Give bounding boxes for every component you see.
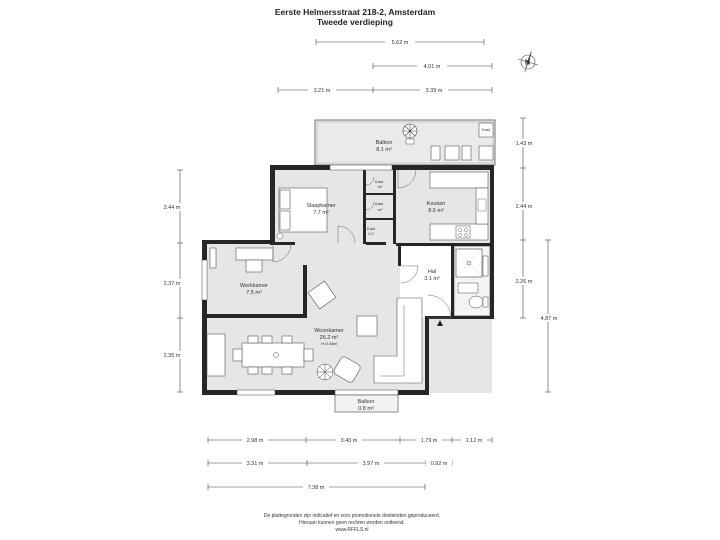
room-name-werkkamer: Werkkamer: [240, 283, 268, 289]
compass-label: N: [525, 60, 530, 67]
slaapkamer: Slaapkamer 7.7 m²: [276, 187, 356, 244]
svg-text:2.35 m: 2.35 m: [164, 353, 181, 359]
balcony-chair: [461, 145, 472, 161]
windows: [201, 164, 399, 396]
svg-text:3.21 m: 3.21 m: [314, 88, 331, 94]
room-name-keuken: Keuken: [427, 201, 446, 207]
address-title: Eerste Helmersstraat 218-2, Amsterdam: [275, 7, 436, 17]
svg-text:2.98 m: 2.98 m: [247, 438, 264, 444]
balcony-table: [444, 145, 460, 161]
room-area-woonkamer: 26.2 m²: [320, 335, 339, 341]
lounge-chair: [333, 356, 361, 383]
closet-3-area: 0.2: [368, 231, 374, 236]
bathroom: [453, 245, 491, 317]
dim-bottom-row-2: 3.31 m 3.97 m 0.92 m: [207, 459, 453, 467]
sink-icon: [477, 198, 487, 212]
plant-icon: [402, 123, 418, 145]
closet-1-name: Kast: [375, 179, 384, 184]
hal: Hal 3.1 m²: [400, 265, 452, 326]
dim-top-right: 4.01 m: [372, 61, 493, 70]
dim-bottom-row-1: 2.98 m 3.40 m 1.79 m 1.12 m: [207, 436, 493, 444]
floor-subtitle: Tweede verdieping: [317, 17, 393, 27]
keuken: Keuken 8.6 m²: [397, 169, 489, 241]
svg-text:1.43 m: 1.43 m: [516, 141, 533, 147]
desk-chair: [245, 259, 263, 273]
closet-3-name: Kast: [367, 226, 376, 231]
room-area-werkkamer: 7.5 m²: [246, 290, 262, 296]
closet-2-name: Kast: [375, 201, 384, 206]
room-name-balkon-bottom: Balkon: [358, 399, 375, 405]
svg-text:7.38 m: 7.38 m: [308, 485, 325, 491]
werkkamer: Werkkamer 7.5 m²: [209, 243, 292, 296]
svg-text:1.79 m: 1.79 m: [421, 438, 438, 444]
balcony-top: Kast Balkon 8.1 m²: [314, 119, 496, 166]
closets: Kast m² Kast m² Kast 0.2: [365, 176, 384, 236]
room-name-hal: Hal: [428, 269, 436, 275]
closet-2-area: m²: [378, 207, 383, 212]
svg-text:2.26 m: 2.26 m: [516, 279, 533, 285]
stove-icon: [455, 225, 471, 239]
desk: [235, 247, 274, 261]
dim-top-splits: 3.21 m 3.39 m: [277, 85, 493, 94]
balcony-chair: [430, 145, 441, 161]
walls: [202, 165, 494, 395]
balcony-bottom: Balkon 0.8 m²: [334, 394, 399, 413]
room-area-balkon-top: 8.1 m²: [376, 147, 392, 153]
svg-text:1.12 m: 1.12 m: [466, 438, 483, 444]
disclaimer-line-1: De plattegronden zijn indicatief en voor…: [264, 513, 440, 519]
svg-text:4.87 m: 4.87 m: [541, 316, 558, 322]
svg-text:2.37 m: 2.37 m: [164, 281, 181, 287]
plant-icon: [316, 363, 334, 381]
compass-icon: N: [517, 50, 539, 74]
toilet-icon: [468, 295, 484, 309]
room-area-slaapkamer: 7.7 m²: [313, 210, 329, 216]
coffee-table: [356, 315, 378, 337]
svg-text:3.31 m: 3.31 m: [247, 461, 264, 467]
svg-text:5.62 m: 5.62 m: [392, 40, 409, 46]
dining-table: [241, 342, 305, 368]
dim-top-total: 5.62 m: [315, 37, 485, 46]
room-name-woonkamer: Woonkamer: [314, 328, 344, 334]
svg-text:4.01 m: 4.01 m: [424, 64, 441, 70]
balcony-storage-label: Kast: [482, 127, 491, 132]
dim-right-column: 1.43 m 2.44 m 2.26 m: [513, 117, 535, 319]
armchair: [307, 280, 337, 310]
room-area-hal: 3.1 m²: [424, 276, 440, 282]
disclaimer-line-2: Hieraan kunnen geen rechten worden ontle…: [299, 520, 405, 526]
room-area-balkon-bottom: 0.8 m²: [358, 406, 374, 412]
room-height-woonkamer: H=2.86m: [321, 341, 338, 346]
sofa-left: [206, 333, 226, 377]
entrance-arrow-icon: [437, 320, 443, 326]
room-name-balkon-top: Balkon: [376, 140, 393, 146]
dim-bottom-total: 7.38 m: [207, 483, 426, 491]
kitchen-counter-top: [429, 171, 489, 189]
room-area-keuken: 8.6 m²: [428, 208, 444, 214]
svg-text:3.97 m: 3.97 m: [363, 461, 380, 467]
dim-right-total: 4.87 m: [538, 239, 560, 393]
svg-text:3.40 m: 3.40 m: [341, 438, 358, 444]
woonkamer: Woonkamer 26.2 m² H=2.86m: [206, 280, 423, 384]
svg-text:2.44 m: 2.44 m: [164, 205, 181, 211]
dim-left-column: 2.44 m 2.37 m 2.35 m: [160, 169, 184, 393]
room-name-slaapkamer: Slaapkamer: [306, 203, 336, 209]
svg-text:3.39 m: 3.39 m: [426, 88, 443, 94]
svg-text:2.44 m: 2.44 m: [516, 204, 533, 210]
svg-text:0.92 m: 0.92 m: [431, 461, 448, 467]
corner-sofa: [373, 297, 423, 384]
website-link[interactable]: www.RFFLS.nl: [335, 527, 368, 533]
closet-1-area: m²: [378, 184, 383, 189]
